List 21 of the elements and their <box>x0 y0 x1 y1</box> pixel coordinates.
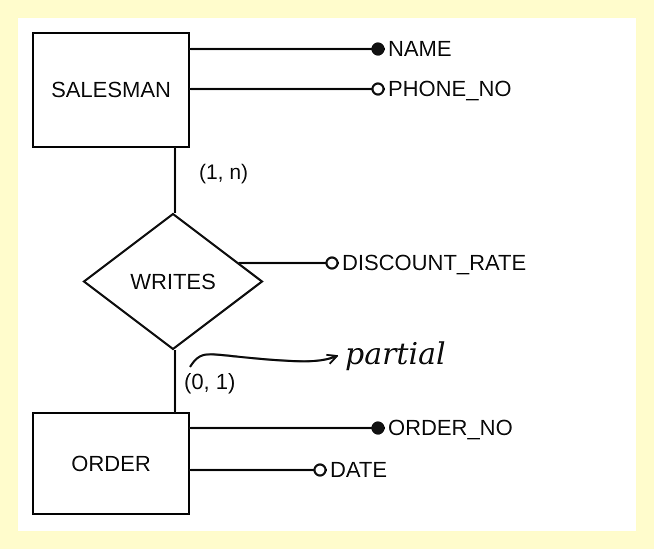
handwritten-note: partial <box>345 336 446 372</box>
entity-name: ORDER <box>71 450 151 476</box>
connector-line <box>174 350 176 412</box>
entity-name: SALESMAN <box>51 77 171 103</box>
arrow <box>189 353 338 368</box>
relationship-name: WRITES <box>130 268 216 294</box>
attribute-name: ORDER_NO <box>388 415 513 441</box>
attribute-connector <box>190 82 385 96</box>
attribute-name: NAME <box>388 36 452 62</box>
attribute-name: DATE <box>330 457 388 483</box>
attribute-connector <box>190 421 385 435</box>
attribute-connector <box>190 42 385 56</box>
entity-box <box>32 412 190 515</box>
attribute-name: (0, 1) <box>184 369 236 395</box>
edge-label: (1, n) <box>199 160 248 184</box>
connector-line <box>174 148 176 213</box>
attribute-connector <box>238 256 339 270</box>
entity-box <box>32 32 190 148</box>
attribute-name: PHONE_NO <box>388 76 512 102</box>
attribute-name: DISCOUNT_RATE <box>342 250 526 276</box>
attribute-connector <box>190 463 327 477</box>
